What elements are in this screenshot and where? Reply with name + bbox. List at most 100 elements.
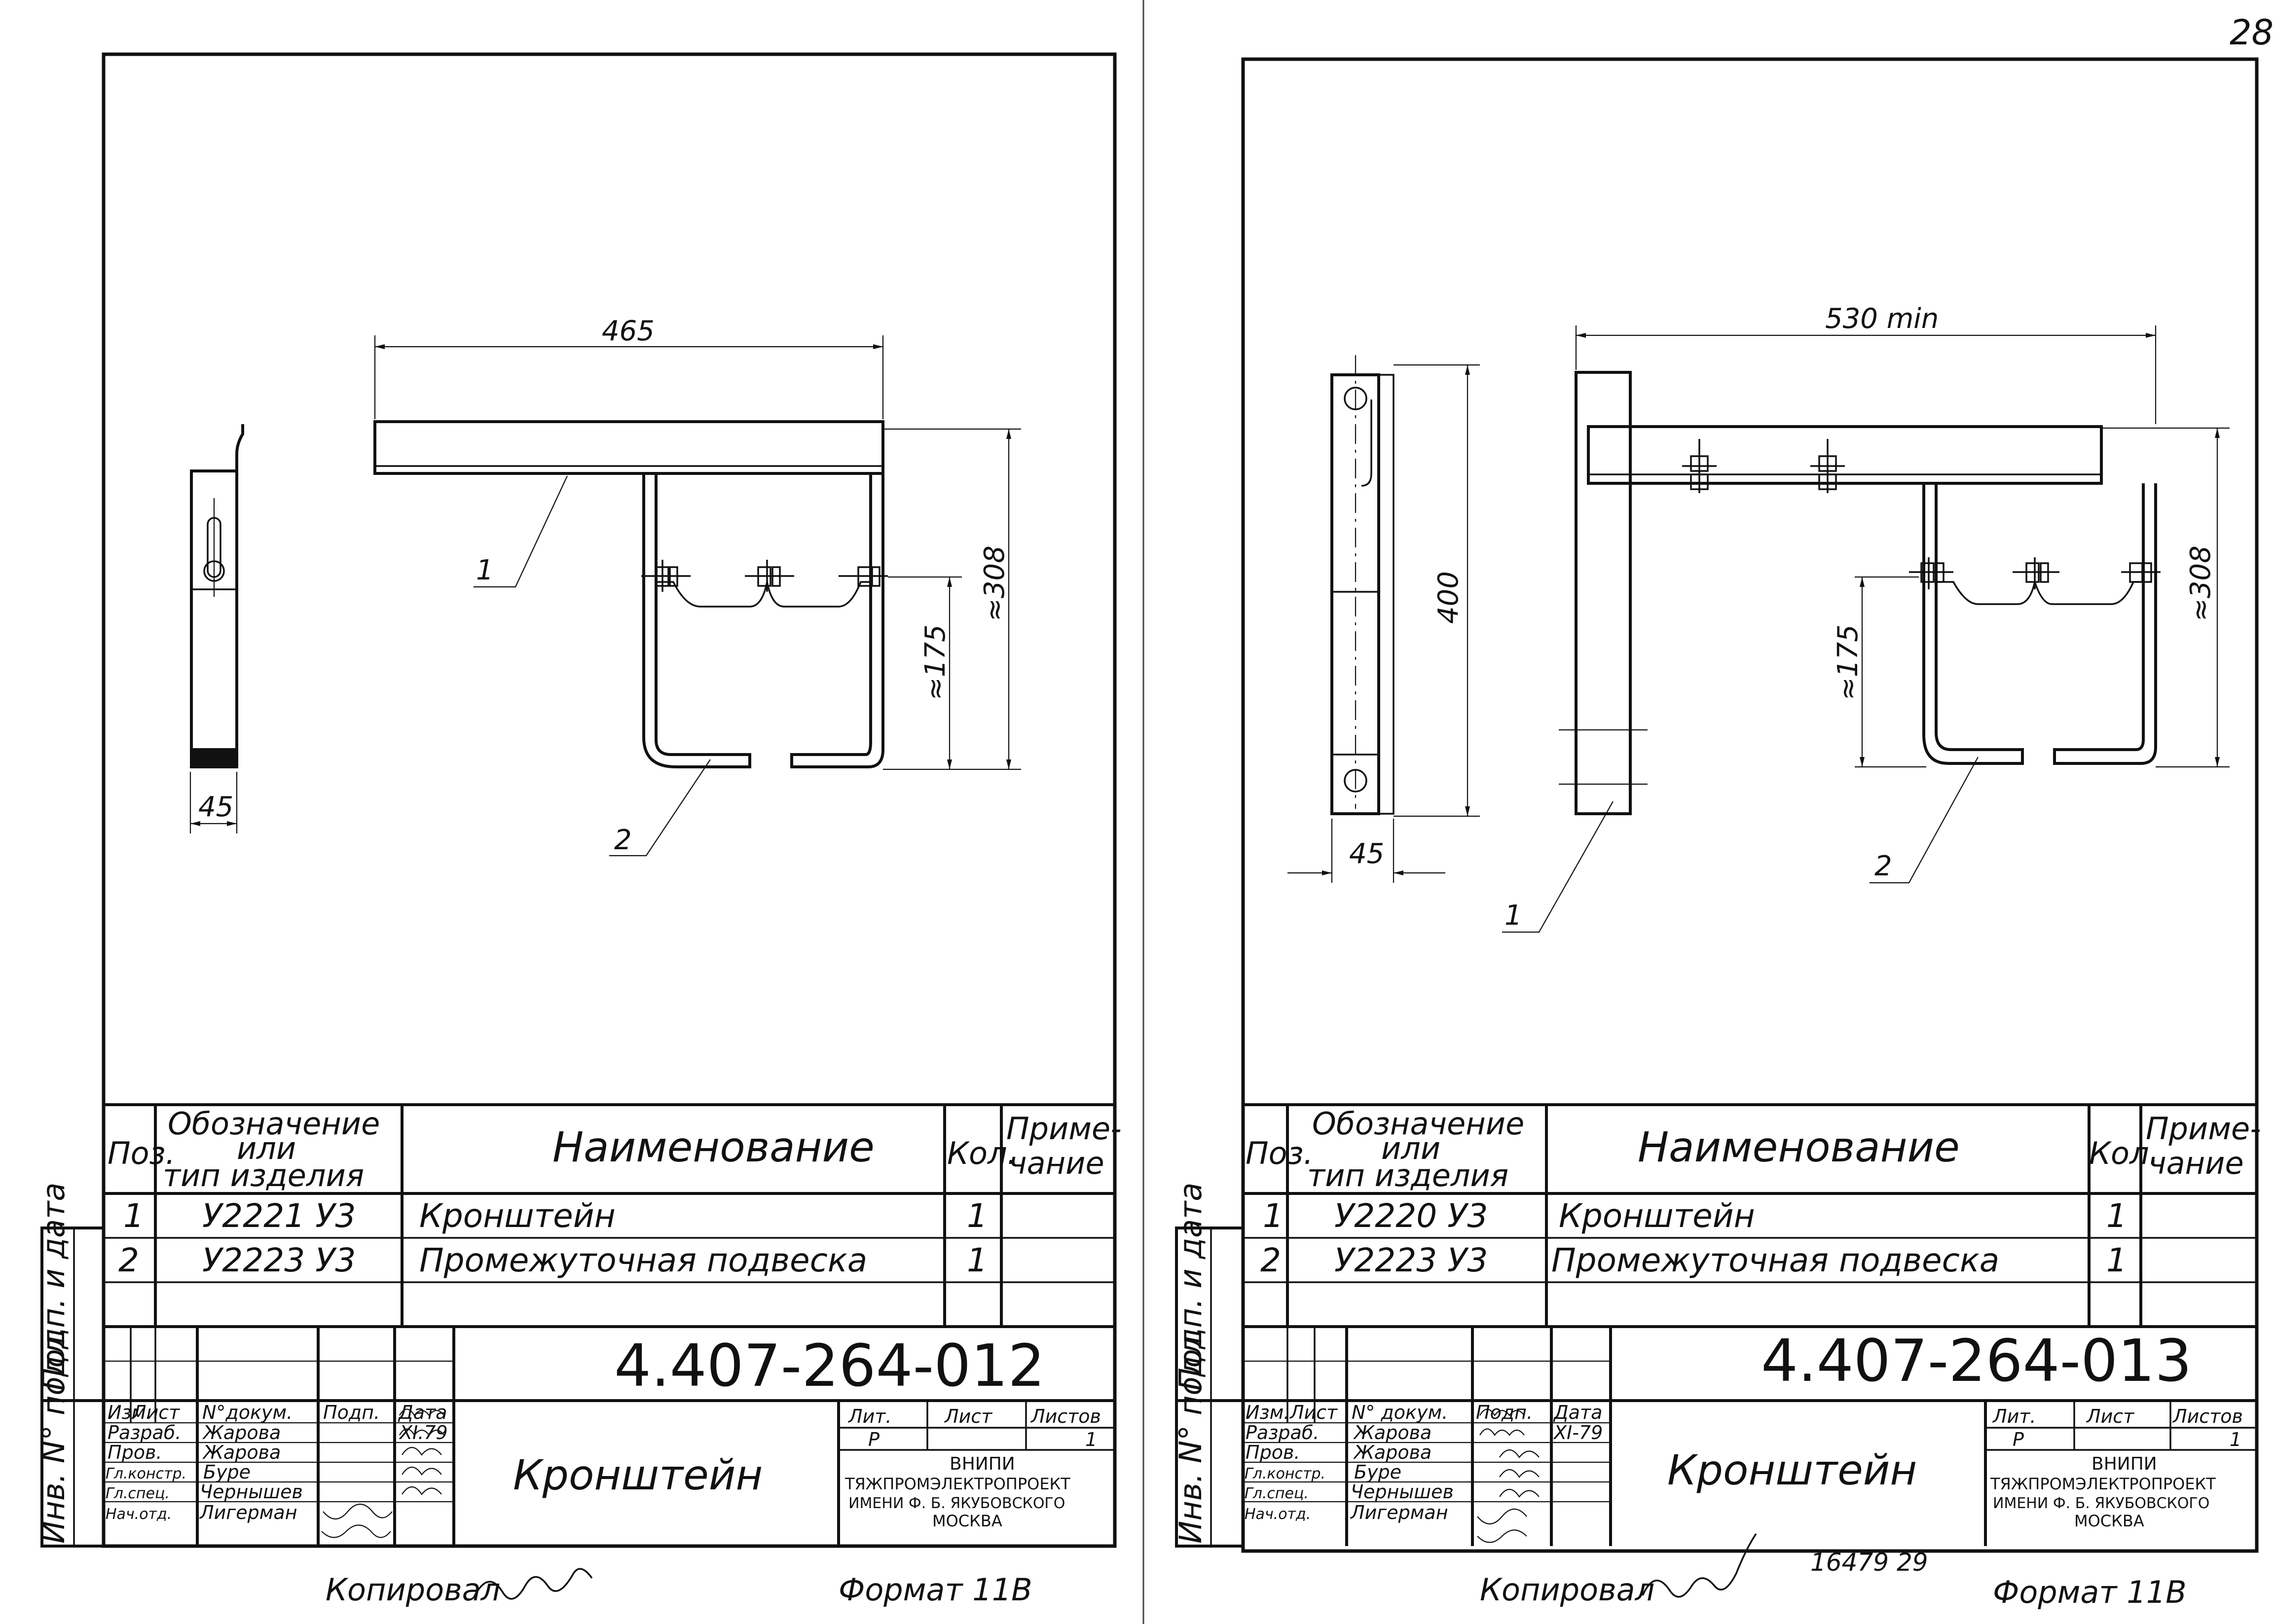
left-side-label-2: Инв. N° подл. (36, 1326, 72, 1544)
left-row2-designation: У2223 У3 (202, 1241, 356, 1279)
left-role-1-name: Жарова (202, 1422, 281, 1444)
left-hdr-note-1: Приме- (1006, 1111, 1122, 1147)
left-doc-number: 4.407-264-012 (614, 1332, 1045, 1400)
left-spec-table (104, 1103, 1115, 1328)
right-copied-label: Копировал (1480, 1572, 1654, 1608)
right-title: Кронштейн (1667, 1446, 1917, 1494)
right-footer-numbers: 16479 29 (1810, 1548, 1928, 1577)
right-stamp-data: Дата (1553, 1402, 1602, 1423)
right-role-1: Разраб. (1246, 1422, 1319, 1444)
right-row2-name: Промежуточная подвеска (1551, 1241, 1999, 1279)
right-role-4: Гл.спец. (1245, 1485, 1309, 1502)
left-side-view (189, 424, 244, 833)
right-format-label: Формат 11В (1993, 1574, 2187, 1610)
left-width-dim: 465 (602, 315, 655, 347)
left-hdr-name: Наименование (552, 1123, 875, 1171)
right-role-2: Пров. (1246, 1442, 1300, 1463)
left-height-partial-dim: ≈175 (919, 624, 952, 700)
left-stamp-list: Лист (131, 1402, 181, 1423)
right-hdr-pos: Поз. (1246, 1135, 1313, 1171)
right-role-5: Нач.отд. (1245, 1506, 1311, 1523)
right-frame (1241, 57, 2259, 1553)
left-list-hdr: Лист (944, 1406, 993, 1427)
right-row1-name: Кронштейн (1559, 1197, 1755, 1235)
right-main-view (1502, 325, 2230, 933)
right-org-3: ИМЕНИ Ф. Б. ЯКУБОВСКОГО (1993, 1495, 2209, 1512)
left-role-2: Пров. (108, 1442, 162, 1463)
left-height-total-dim: ≈308 (979, 545, 1011, 621)
left-role-1-date: XI.79 (399, 1422, 448, 1444)
right-row2-designation: У2223 У3 (1334, 1241, 1488, 1279)
right-spec-table (1243, 1103, 2257, 1328)
right-role-5-name: Лигерман (1350, 1502, 1448, 1523)
right-hdr-designation-1: Обозначение (1312, 1106, 1524, 1142)
left-leader-2: 2 (614, 824, 632, 856)
left-row2-qty: 1 (967, 1241, 988, 1279)
right-side-view (1287, 355, 1480, 883)
left-org-2: ТЯЖПРОМЭЛЕКТРОПРОЕКТ (844, 1475, 1070, 1493)
right-stamp-ndoc: N° докум. (1352, 1402, 1448, 1423)
right-role-4-name: Чернышев (1351, 1481, 1454, 1503)
right-stamp-list: Лист (1289, 1402, 1338, 1423)
right-hdr-name: Наименование (1638, 1123, 1960, 1171)
left-main-view (373, 335, 1021, 857)
left-listov-hdr: Листов (1030, 1406, 1101, 1427)
left-side-label-1: Подп. и дата (36, 1183, 72, 1391)
left-role-5: Нач.отд. (106, 1506, 172, 1523)
right-width-dim: 530 min (1825, 303, 1939, 335)
left-stamp-ndoc: N°докум. (202, 1402, 293, 1423)
left-role-5-name: Лигерман (199, 1502, 297, 1523)
right-copier-signature (1642, 1533, 1757, 1598)
right-row1-pos: 1 (1263, 1197, 1284, 1235)
right-row2-pos: 2 (1260, 1241, 1281, 1279)
left-hdr-qty: Кол. (947, 1135, 1017, 1171)
left-row1-name: Кронштейн (419, 1197, 616, 1235)
left-role-3-name: Буре (203, 1461, 251, 1483)
left-title: Кронштейн (513, 1451, 763, 1499)
right-row1-qty: 1 (2106, 1197, 2127, 1235)
left-lit-hdr: Лит. (847, 1406, 892, 1427)
right-hdr-designation-2: или (1381, 1130, 1440, 1166)
right-side-strip (1175, 1227, 1245, 1548)
right-height-partial-dim: ≈175 (1832, 624, 1864, 700)
right-listov-hdr: Листов (2172, 1406, 2243, 1427)
right-doc-number: 4.407-264-013 (1761, 1327, 2192, 1395)
left-frame (102, 52, 1117, 1548)
left-hdr-designation-3: тип изделия (163, 1157, 364, 1193)
left-stamp-podp: Подп. (323, 1402, 380, 1423)
left-format-label: Формат 11В (839, 1572, 1032, 1608)
right-org-2: ТЯЖПРОМЭЛЕКТРОПРОЕКТ (1990, 1475, 2216, 1493)
right-hdr-note-2: чание (2148, 1145, 2244, 1181)
left-role-4: Гл.спец. (106, 1485, 170, 1502)
right-role-1-name: Жарова (1353, 1422, 1431, 1444)
right-role-3-name: Буре (1354, 1461, 1401, 1483)
right-role-2-name: Жарова (1353, 1442, 1431, 1463)
left-copier-signature (473, 1568, 593, 1600)
left-stamp-data: Дата (398, 1402, 447, 1423)
left-org-4: МОСКВА (932, 1512, 1002, 1530)
left-row1-pos: 1 (123, 1197, 144, 1235)
right-lit-value: Р (2013, 1429, 2024, 1450)
left-hdr-pos: Поз. (108, 1135, 175, 1171)
right-hdr-designation-3: тип изделия (1307, 1157, 1508, 1193)
right-stamp-izm: Изм. (1246, 1402, 1289, 1423)
right-hdr-note-1: Приме- (2146, 1111, 2261, 1147)
left-hdr-note-2: чание (1009, 1145, 1104, 1181)
left-listov-value: 1 (1085, 1429, 1097, 1450)
left-sheet: 45 (36, 52, 1122, 1608)
right-row1-designation: У2220 У3 (1334, 1197, 1488, 1235)
left-side-strip (40, 1227, 105, 1548)
right-listov-value: 1 (2230, 1429, 2241, 1450)
right-role-3: Гл.констр. (1245, 1465, 1325, 1482)
left-row1-qty: 1 (967, 1197, 988, 1235)
right-leader-2: 2 (1874, 850, 1892, 882)
right-side-label-1: Подп. и дата (1173, 1183, 1209, 1391)
right-stamp-podp: Подп. (1476, 1402, 1533, 1423)
left-hdr-designation-2: или (237, 1130, 296, 1166)
left-lit-value: Р (868, 1429, 880, 1450)
right-org-1: ВНИПИ (2092, 1454, 2157, 1474)
left-stamp-izm: Изм. (108, 1402, 151, 1423)
right-leader-1: 1 (1504, 900, 1522, 932)
left-hdr-designation-1: Обозначение (168, 1106, 380, 1142)
